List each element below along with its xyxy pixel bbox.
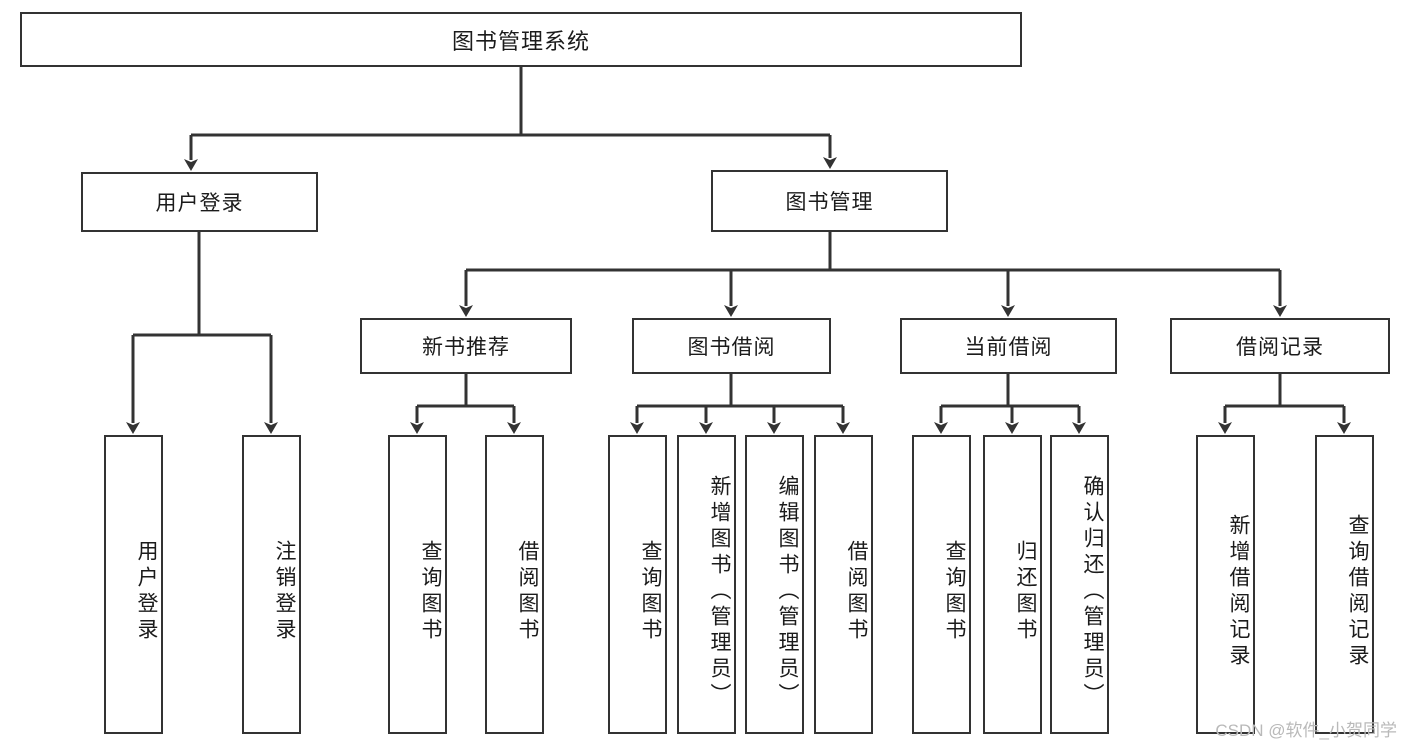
node-label: 借阅记录 — [1236, 336, 1324, 359]
node-user-login[interactable]: 用户登录 — [81, 172, 318, 232]
node-leaf-query-book-3[interactable]: 查询图书 — [912, 435, 971, 734]
node-label: 借阅图书 — [845, 539, 868, 644]
node-label: 编辑图书（管理员） — [776, 474, 799, 709]
node-label: 用户登录 — [155, 192, 244, 215]
node-label: 查询图书 — [943, 539, 966, 644]
node-label: 图书借阅 — [687, 336, 776, 359]
node-label: 查询图书 — [639, 539, 662, 644]
node-label: 当前借阅 — [964, 336, 1053, 359]
node-label: 注销登录 — [273, 539, 296, 644]
node-label: 图书管理系统 — [451, 28, 590, 54]
node-leaf-add-borrow-record[interactable]: 新增借阅记录 — [1196, 435, 1255, 734]
node-borrow-record[interactable]: 借阅记录 — [1170, 318, 1390, 374]
node-leaf-query-book-2[interactable]: 查询图书 — [608, 435, 667, 734]
node-leaf-user-login[interactable]: 用户登录 — [104, 435, 163, 734]
node-leaf-query-book-1[interactable]: 查询图书 — [388, 435, 447, 734]
node-leaf-query-borrow-record[interactable]: 查询借阅记录 — [1315, 435, 1374, 734]
node-leaf-edit-book[interactable]: 编辑图书（管理员） — [745, 435, 804, 734]
node-label: 新书推荐 — [422, 336, 510, 359]
node-leaf-add-book[interactable]: 新增图书（管理员） — [677, 435, 736, 734]
node-label: 归还图书 — [1014, 539, 1037, 644]
node-book-manage[interactable]: 图书管理 — [711, 170, 948, 232]
node-label: 用户登录 — [135, 539, 158, 644]
node-book-borrow[interactable]: 图书借阅 — [632, 318, 831, 374]
node-current-borrow[interactable]: 当前借阅 — [900, 318, 1117, 374]
node-label: 借阅图书 — [516, 539, 539, 644]
node-leaf-return-book[interactable]: 归还图书 — [983, 435, 1042, 734]
node-leaf-borrow-book-2[interactable]: 借阅图书 — [814, 435, 873, 734]
node-leaf-borrow-book-1[interactable]: 借阅图书 — [485, 435, 544, 734]
node-label: 新增借阅记录 — [1227, 513, 1250, 670]
node-leaf-confirm-return[interactable]: 确认归还（管理员） — [1050, 435, 1109, 734]
node-leaf-logout[interactable]: 注销登录 — [242, 435, 301, 734]
node-label: 确认归还（管理员） — [1081, 474, 1104, 709]
node-new-book-recommend[interactable]: 新书推荐 — [360, 318, 572, 374]
node-label: 新增图书（管理员） — [708, 474, 731, 709]
node-label: 查询图书 — [419, 539, 442, 644]
node-label: 查询借阅记录 — [1346, 513, 1369, 670]
node-label: 图书管理 — [785, 191, 874, 214]
node-root-system[interactable]: 图书管理系统 — [20, 12, 1022, 67]
